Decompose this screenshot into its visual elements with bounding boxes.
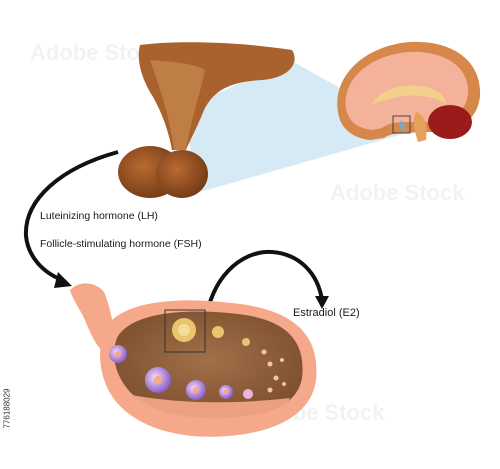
pituitary-stalk — [150, 60, 205, 150]
pituitary-gland — [118, 42, 295, 198]
hormone-arrow — [23, 150, 119, 282]
stock-id: 776188029 — [2, 388, 12, 429]
estradiol-arrow — [204, 249, 324, 323]
cerebellum — [428, 105, 472, 139]
zoom-cone — [182, 60, 410, 192]
brainstem — [413, 112, 427, 142]
corpus-luteum — [212, 326, 224, 338]
fsh-label: Follicle-stimulating hormone (FSH) — [40, 238, 202, 250]
lh-label: Luteinizing hormone (LH) — [40, 210, 158, 222]
primordial-follicles — [261, 349, 286, 393]
svg-text:Adobe Stock: Adobe Stock — [330, 180, 465, 205]
ovary-zoom-box — [164, 309, 206, 353]
posterior-lobe — [156, 150, 208, 198]
ovary — [70, 283, 317, 437]
estradiol-arrow-head — [315, 296, 329, 309]
corpus-callosum — [372, 85, 446, 104]
hormone-arrow-head — [54, 272, 72, 288]
pituitary-zoom-box — [392, 115, 411, 134]
ovary-pink-band — [118, 392, 290, 435]
estradiol-label: Estradiol (E2) — [293, 307, 360, 319]
brain — [337, 41, 481, 142]
